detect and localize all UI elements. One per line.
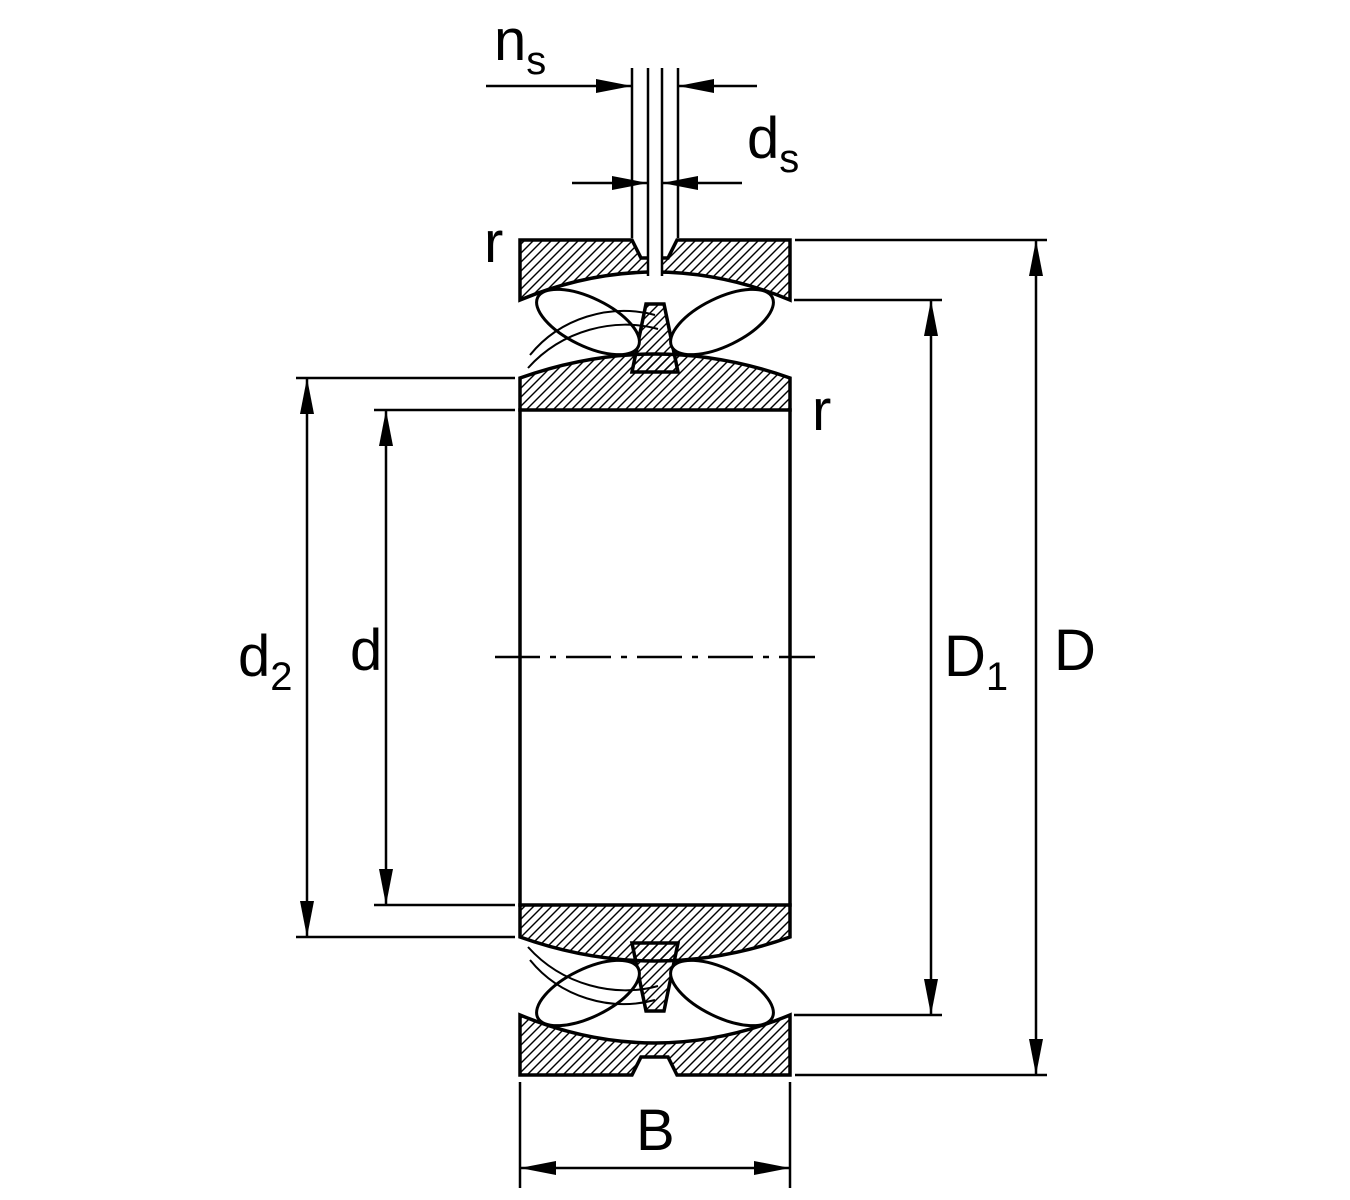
label-r-top: r [484, 210, 503, 275]
cage-line-bottom-2 [527, 946, 659, 992]
guide-rib-top [629, 302, 681, 374]
arrow-B-left [520, 1161, 556, 1175]
roller-top-right [669, 287, 775, 357]
label-B: B [636, 1098, 675, 1163]
lubrication-hole [649, 256, 661, 276]
cage-line-bottom-1 [529, 959, 656, 1006]
arrow-d2-bottom [300, 901, 314, 937]
roller-bottom-right [669, 958, 775, 1028]
label-D: D [1054, 618, 1096, 683]
arrow-B-right [754, 1161, 790, 1175]
arrow-ds-right [662, 176, 698, 190]
roller-bottom-left [535, 958, 641, 1028]
label-d2: d2 [238, 624, 293, 699]
arrow-D1-top [924, 300, 938, 336]
cage-line-top-1 [529, 309, 656, 356]
arrow-D1-bottom [924, 979, 938, 1015]
arrow-d2-top [300, 378, 314, 414]
dimension-labels: ns ds r r d2 d D1 D B [238, 8, 1096, 1163]
arrow-ns-right [678, 79, 714, 93]
label-D1: D1 [944, 624, 1008, 699]
inner-ring-top [518, 352, 792, 412]
arrow-ds-left [612, 176, 648, 190]
arrow-D-top [1029, 240, 1043, 276]
label-ds: ds [747, 106, 799, 181]
extension-lines [296, 68, 1047, 1188]
label-d: d [350, 618, 382, 683]
label-ns: ns [494, 8, 546, 83]
roller-top-left [535, 287, 641, 357]
bearing-section [518, 238, 792, 1077]
arrow-d-top [379, 410, 393, 446]
inner-ring-bottom [518, 903, 792, 963]
dimension-lines [300, 79, 1043, 1175]
guide-rib-bottom [629, 941, 681, 1013]
outer-ring-bottom [518, 1012, 792, 1077]
label-r-right: r [812, 378, 831, 443]
arrow-d-bottom [379, 869, 393, 905]
cage-line-top-2 [527, 323, 659, 369]
arrow-D-bottom [1029, 1039, 1043, 1075]
arrow-ns-left [596, 79, 632, 93]
